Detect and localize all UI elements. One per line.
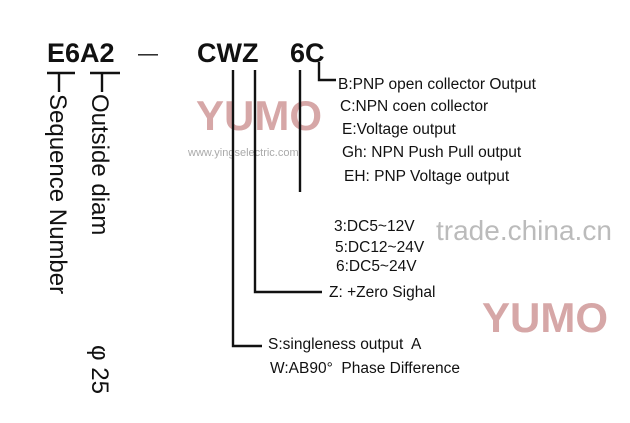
watermark-site: www.yingselectric.com [187,147,299,159]
voltage-5: 5:DC12~24V [335,239,425,256]
watermark-trade: trade.china.cn [436,215,612,246]
output-type-eh: EH: PNP Voltage output [344,168,510,185]
output-type-b: B:PNP open collector Output [338,76,537,93]
voltage-3: 3:DC5~12V [334,218,415,235]
voltage-6: 6:DC5~24V [336,258,417,275]
output-type-gh: Gh: NPN Push Pull output [342,144,522,161]
output-type-c: C:NPN coen collector [340,98,488,115]
zero-signal: Z: +Zero Sighal [329,284,435,301]
output-code: CWZ [197,38,258,68]
watermark-brand-2: YUMO [482,294,608,341]
sequence-number-label: Sequence Number [44,94,71,294]
output-type-e: E:Voltage output [342,121,456,138]
connector-lines [231,62,336,348]
outside-diam-label: Outside diam [86,94,113,235]
side-brackets [47,71,120,92]
series-code: E6A2 [47,38,115,68]
watermark-brand: YUMO [196,92,322,139]
phase-option-w: W:AB90° Phase Difference [270,360,460,377]
separator-dash: — [138,43,158,65]
diameter-value: φ 25 [86,345,113,394]
phase-option-s: S:singleness output A [268,336,422,353]
